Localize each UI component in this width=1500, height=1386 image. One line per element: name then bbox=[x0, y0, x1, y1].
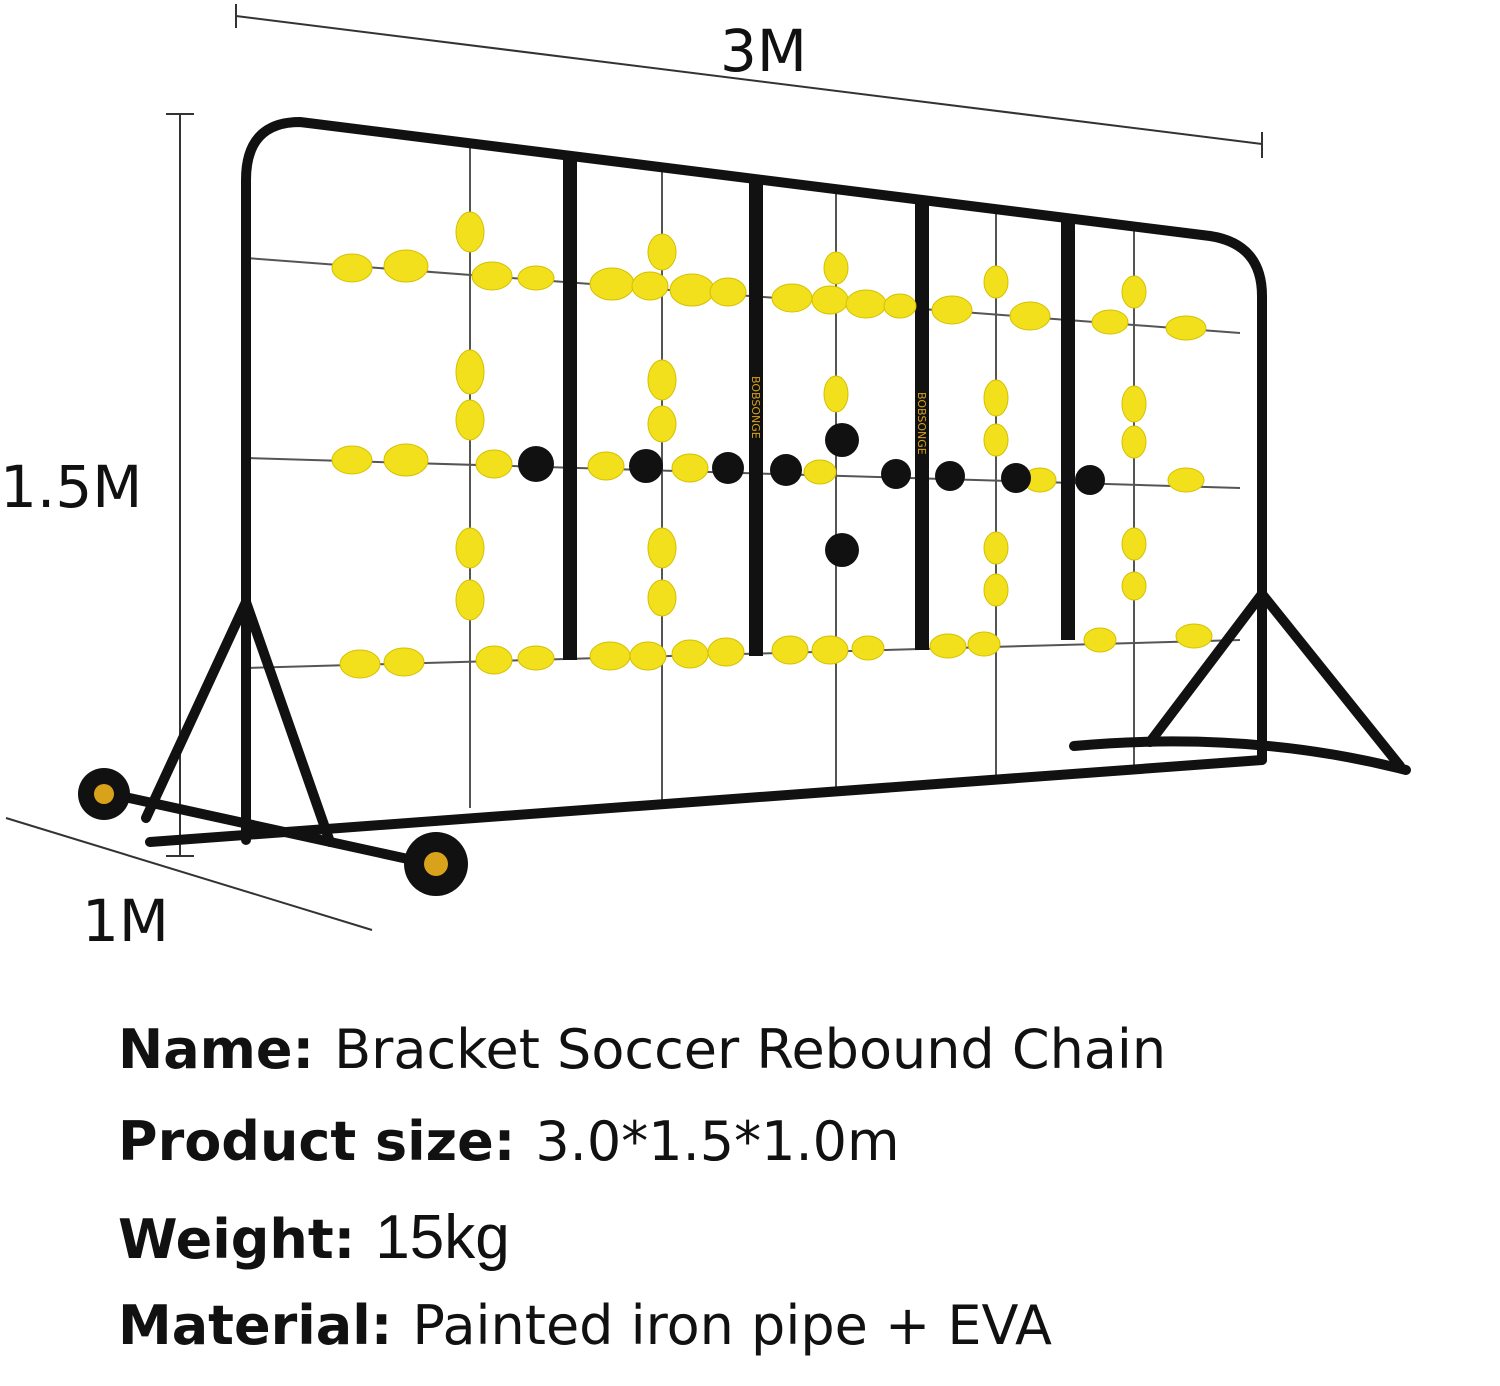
dimension-depth-label: 1M bbox=[82, 887, 169, 955]
spec-label: Name: bbox=[118, 1018, 315, 1081]
spec-value: Bracket Soccer Rebound Chain bbox=[334, 1018, 1167, 1081]
wheel-right bbox=[404, 832, 468, 896]
brand-text-1: BOBSONGE bbox=[749, 376, 762, 439]
spec-row-material: Material: Painted iron pipe + EVA bbox=[118, 1294, 1478, 1386]
spec-label: Product size: bbox=[118, 1110, 516, 1173]
vertical-bars bbox=[563, 152, 1075, 660]
dimension-lines bbox=[5, 4, 1263, 931]
black-floats bbox=[518, 423, 1105, 567]
spec-value: 15kg bbox=[375, 1203, 510, 1272]
spec-row-size: Product size: 3.0*1.5*1.0m bbox=[118, 1110, 1478, 1202]
spec-row-name: Name: Bracket Soccer Rebound Chain bbox=[118, 1018, 1478, 1110]
wheel-left bbox=[78, 768, 130, 820]
spec-label: Material: bbox=[118, 1294, 393, 1357]
spec-value: 3.0*1.5*1.0m bbox=[535, 1110, 900, 1173]
dimension-height-label: 1.5M bbox=[0, 453, 143, 521]
spec-label: Weight: bbox=[118, 1208, 356, 1271]
rebound-chain-illustration: BOBSONGE BOBSONGE bbox=[5, 4, 1411, 931]
spec-value: Painted iron pipe + EVA bbox=[412, 1294, 1052, 1357]
brand-text-2: BOBSONGE bbox=[915, 392, 928, 455]
dimension-width-label: 3M bbox=[720, 17, 807, 85]
frame bbox=[115, 117, 1411, 871]
spec-row-weight: Weight: 15kg bbox=[118, 1202, 1478, 1294]
spec-list: Name: Bracket Soccer Rebound Chain Produ… bbox=[118, 1018, 1478, 1386]
yellow-floats bbox=[331, 211, 1213, 679]
